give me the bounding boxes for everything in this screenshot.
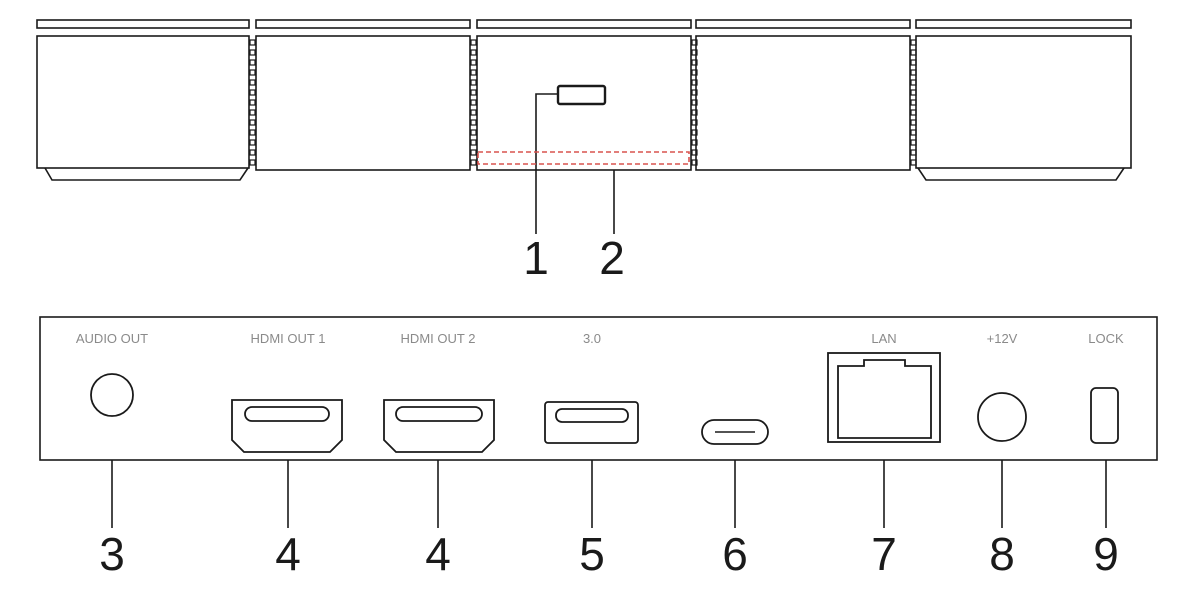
segment-1	[36, 35, 250, 169]
hinge-link	[691, 49, 698, 56]
callout-number-7: 7	[871, 528, 897, 580]
hinge-link	[249, 149, 256, 156]
callout-number-3: 3	[99, 528, 125, 580]
callout-number-1: 1	[523, 232, 549, 284]
callout-number-5: 5	[579, 528, 605, 580]
hinge-link	[249, 129, 256, 136]
hdmi-port-icon	[231, 399, 343, 453]
hinge-link	[470, 159, 477, 166]
callout-line-1	[535, 93, 558, 234]
hinge-link	[470, 129, 477, 136]
segment-rim-3	[476, 19, 692, 29]
hinge-link	[249, 59, 256, 66]
hinge-link	[249, 99, 256, 106]
hinge-link	[470, 119, 477, 126]
segment-hinges	[249, 39, 917, 166]
callout-number-6: 6	[722, 528, 748, 580]
hinge-link	[470, 89, 477, 96]
hinge-link	[910, 79, 917, 86]
dc-power-jack-icon	[977, 392, 1027, 442]
hinge-link	[691, 99, 698, 106]
hinge-link	[691, 39, 698, 46]
port-label-audio-out: AUDIO OUT	[76, 331, 148, 346]
hinge-link	[910, 99, 917, 106]
audio-jack-icon	[90, 373, 134, 417]
hinge-link	[249, 119, 256, 126]
hinge-link	[910, 159, 917, 166]
segment-foot-right	[917, 167, 1125, 181]
hinge-link	[470, 139, 477, 146]
segment-rim-1	[36, 19, 250, 29]
hinge-link	[249, 49, 256, 56]
port-label-hdmi-out-2: HDMI OUT 2	[401, 331, 476, 346]
hinge-link	[910, 69, 917, 76]
led-strip-icon	[477, 151, 690, 165]
hinge-link	[691, 59, 698, 66]
hinge-link	[691, 109, 698, 116]
hinge-link	[691, 69, 698, 76]
segment-5	[915, 35, 1132, 169]
port-label-hdmi-out-1: HDMI OUT 1	[251, 331, 326, 346]
hinge-link	[249, 79, 256, 86]
segment-2	[255, 35, 471, 171]
callout-number-4a: 4	[275, 528, 301, 580]
usb-a-port-icon	[544, 401, 639, 444]
hinge-link	[691, 149, 698, 156]
hinge-link	[249, 39, 256, 46]
hinge-link	[470, 149, 477, 156]
port-label-lock: LOCK	[1088, 331, 1124, 346]
callout-number-2: 2	[599, 232, 625, 284]
hinge-link	[470, 109, 477, 116]
hinge-link	[910, 139, 917, 146]
segment-rim-2	[255, 19, 471, 29]
segment-rim-4	[695, 19, 911, 29]
segment-3	[476, 35, 692, 171]
lock-slot-icon	[1090, 387, 1119, 444]
hinge-link	[470, 99, 477, 106]
callout-number-9: 9	[1093, 528, 1119, 580]
hinge-link	[470, 59, 477, 66]
hdmi-port-icon	[383, 399, 495, 453]
hinge-link	[249, 109, 256, 116]
hinge-link	[249, 69, 256, 76]
callout-number-4b: 4	[425, 528, 451, 580]
hinge-link	[910, 39, 917, 46]
hinge-link	[470, 69, 477, 76]
hinge-link	[910, 149, 917, 156]
hinge-link	[249, 139, 256, 146]
hinge-link	[910, 49, 917, 56]
port-label-power: +12V	[987, 331, 1018, 346]
hinge-link	[910, 119, 917, 126]
hinge-link	[249, 89, 256, 96]
hinge-link	[470, 39, 477, 46]
top-view	[36, 19, 1132, 234]
ethernet-port-icon	[827, 352, 941, 443]
hinge-link	[249, 159, 256, 166]
port-label-lan: LAN	[871, 331, 896, 346]
callout-number-8: 8	[989, 528, 1015, 580]
segment-rim-5	[915, 19, 1132, 29]
hinge-link	[910, 89, 917, 96]
back-panel-outline	[39, 316, 1158, 461]
hinge-link	[910, 129, 917, 136]
hinge-link	[691, 79, 698, 86]
hinge-link	[470, 49, 477, 56]
hinge-link	[910, 109, 917, 116]
hinge-link	[691, 139, 698, 146]
hinge-link	[910, 59, 917, 66]
segment-4	[695, 35, 911, 171]
hinge-link	[470, 79, 477, 86]
hinge-link	[691, 129, 698, 136]
back-panel	[39, 316, 1158, 461]
hinge-link	[691, 89, 698, 96]
button-icon	[556, 84, 607, 106]
usb-c-port-icon	[701, 419, 769, 445]
hinge-link	[691, 159, 698, 166]
back-callout-lines	[111, 460, 1107, 528]
segment-foot-left	[44, 167, 249, 181]
hinge-link	[691, 119, 698, 126]
port-label-usb-3: 3.0	[583, 331, 601, 346]
